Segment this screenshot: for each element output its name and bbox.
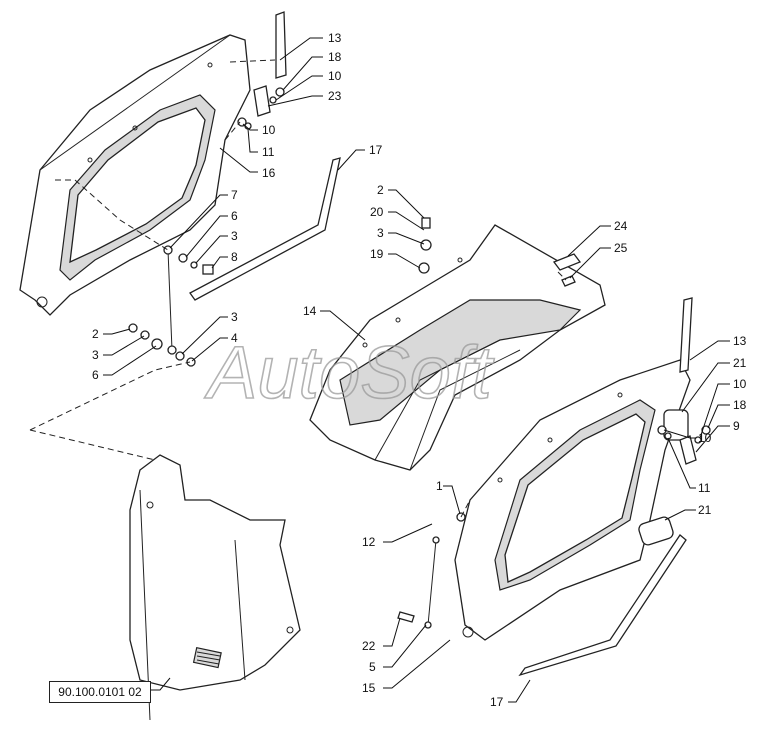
callout-10-right: 10: [733, 377, 747, 391]
callout-25: 25: [614, 241, 628, 255]
gas-strut-5: [427, 539, 437, 626]
callout-15: 15: [362, 681, 376, 695]
seal-strip-13-top: [275, 11, 287, 79]
callout-21-bottom: 21: [698, 503, 712, 517]
washer-3-top: [190, 261, 198, 269]
callout-3-center: 3: [377, 226, 384, 240]
callout-7: 7: [231, 188, 238, 202]
callout-2-center: 2: [377, 183, 384, 197]
callout-3-mid: 3: [231, 310, 238, 324]
washer-10-top: [269, 96, 277, 104]
rear-panel: [129, 454, 301, 721]
callout-12: 12: [362, 535, 376, 549]
callout-3-top: 3: [231, 229, 238, 243]
handle-24: [552, 253, 582, 271]
callout-6-left: 6: [92, 368, 99, 382]
washer-3-center: [420, 239, 432, 251]
washer-10-top-b: [237, 117, 247, 127]
right-door-frame: [454, 359, 691, 641]
callout-18-top: 18: [328, 50, 342, 64]
screw-18-top: [275, 87, 285, 97]
callout-4: 4: [231, 331, 238, 345]
nut-19: [418, 262, 430, 274]
left-door-frame: [19, 34, 251, 316]
callout-10-top: 10: [328, 69, 342, 83]
callout-17-top: 17: [369, 143, 383, 157]
callout-8: 8: [231, 250, 238, 264]
callout-13-right: 13: [733, 334, 747, 348]
callout-23: 23: [328, 89, 342, 103]
callout-13-top: 13: [328, 31, 342, 45]
washer-10-right: [694, 436, 702, 444]
washer-3-left: [140, 330, 150, 340]
handle-21-bottom: [638, 516, 674, 546]
callout-24: 24: [614, 219, 628, 233]
latch-plate-9: [679, 435, 697, 465]
callout-10-top-b: 10: [262, 123, 276, 137]
reference-code-box: 90.100.0101 02: [49, 681, 151, 703]
callout-6-top: 6: [231, 209, 238, 223]
bolt-2-left: [128, 323, 138, 333]
weather-strip-17-top: [189, 157, 341, 301]
callout-labels: 13 18 10 23 10 11 16 17 7 6 3 8 2 3 6 3 …: [92, 31, 747, 709]
seal-strip-13-right: [679, 297, 693, 373]
callout-19: 19: [370, 247, 384, 261]
watermark-text: AutoSoft: [204, 331, 495, 414]
callout-22: 22: [362, 639, 376, 653]
callout-2-left: 2: [92, 327, 99, 341]
callout-14: 14: [303, 304, 317, 318]
callout-17-bottom: 17: [490, 695, 504, 709]
washer-6-top: [178, 253, 188, 263]
callout-10-right-b: 10: [698, 431, 712, 445]
callout-9: 9: [733, 419, 740, 433]
callout-leaders: [103, 37, 730, 703]
roof-panel-14: [309, 224, 606, 471]
callout-11-top: 11: [262, 145, 275, 159]
callout-18-right: 18: [733, 398, 747, 412]
clip-25: [561, 275, 576, 287]
callout-11-right: 11: [698, 481, 711, 495]
callout-16: 16: [262, 166, 276, 180]
washer-10-right-b: [657, 425, 667, 435]
gas-strut-7: [167, 249, 173, 351]
pin-22: [397, 611, 415, 623]
callout-20: 20: [370, 205, 384, 219]
weather-strip-17-bottom: [518, 534, 687, 677]
handle-21-top: [663, 409, 689, 441]
callout-21-top: 21: [733, 356, 747, 370]
callout-5: 5: [369, 660, 376, 674]
latch-plate-23: [253, 85, 271, 117]
bolt-8: [202, 264, 214, 275]
callout-3-left: 3: [92, 348, 99, 362]
callout-1: 1: [436, 479, 443, 493]
bolt-2-center: [421, 217, 431, 229]
